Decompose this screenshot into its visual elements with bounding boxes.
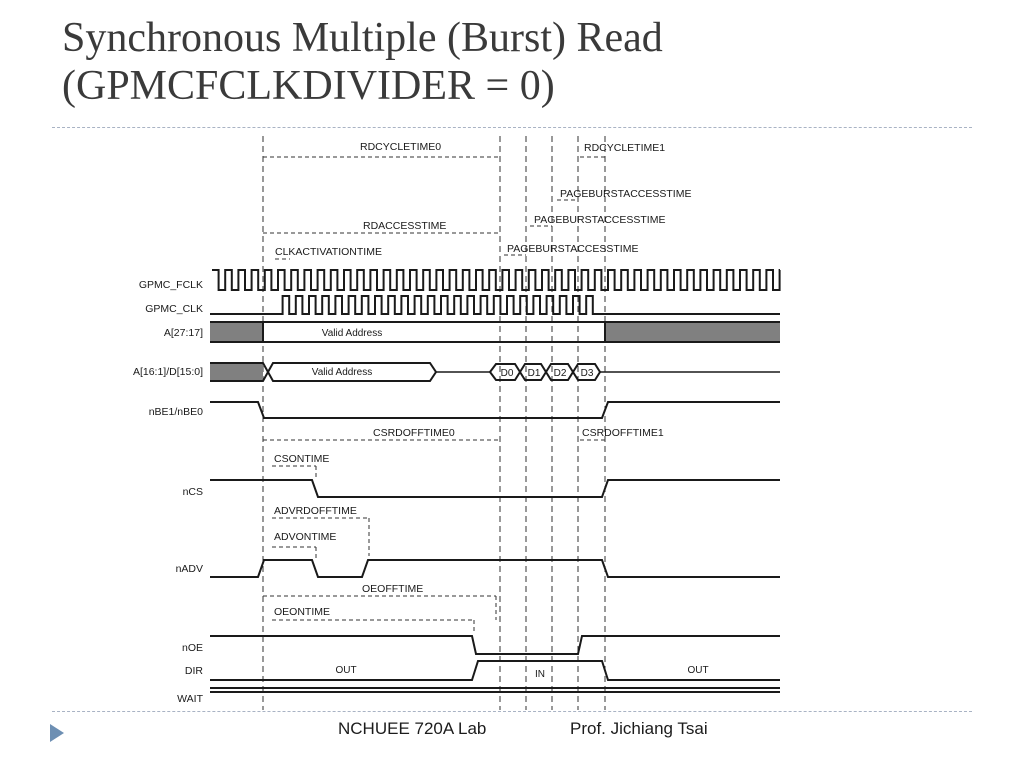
waveform-dir [210, 660, 780, 681]
waveforms [210, 269, 781, 693]
signal-gpmc-clk: GPMC_CLK [145, 303, 203, 315]
label-csrdofftime1: CSRDOFFTIME1 [582, 427, 664, 439]
label-csontime: CSONTIME [274, 453, 329, 465]
waveform-ncs [210, 479, 780, 498]
waveform-gpmc-fclk [212, 269, 781, 291]
waveform-gpmc-clk [210, 295, 780, 315]
signal-ncs: nCS [183, 486, 203, 498]
addr-hi-shade-left [210, 322, 263, 342]
label-rdcycletime1: RDCYCLETIME1 [584, 142, 665, 154]
label-csrdofftime0: CSRDOFFTIME0 [373, 427, 455, 439]
bus-valid-address-1: Valid Address [322, 328, 382, 339]
bus-d2: D2 [554, 368, 567, 379]
signal-addr-hi: A[27:17] [164, 327, 203, 339]
slide-title: Synchronous Multiple (Burst) Read (GPMCF… [62, 14, 962, 110]
signal-nbe: nBE1/nBE0 [149, 406, 203, 418]
bus-d3: D3 [581, 368, 594, 379]
timing-brackets [263, 156, 605, 632]
bus-dir-out-1: OUT [335, 665, 356, 676]
bus-dir-in: IN [535, 669, 545, 680]
footer-lab-name: NCHUEE 720A Lab [338, 719, 487, 738]
waveform-noe [210, 635, 780, 655]
signal-dir: DIR [185, 665, 204, 677]
label-pageburst-1: PAGEBURSTACCESSTIME [560, 188, 691, 200]
bus-dir-out-2: OUT [687, 665, 708, 676]
label-clkactivationtime: CLKACTIVATIONTIME [275, 246, 382, 258]
label-pageburst-3: PAGEBURSTACCESSTIME [507, 243, 638, 255]
label-advontime: ADVONTIME [274, 531, 336, 543]
signal-noe: nOE [182, 642, 203, 654]
slide-title-line-1: Synchronous Multiple (Burst) Read [62, 15, 663, 61]
label-pageburst-2: PAGEBURSTACCESSTIME [534, 214, 665, 226]
bus-d0: D0 [501, 368, 514, 379]
signal-nadv: nADV [176, 563, 203, 575]
label-advrdofftime: ADVRDOFFTIME [274, 505, 357, 517]
signal-wait: WAIT [177, 693, 203, 705]
bus-valid-address-2: Valid Address [312, 367, 372, 378]
label-rdaccesstime: RDACCESSTIME [363, 220, 446, 232]
label-oeofftime: OEOFFTIME [362, 583, 423, 595]
diagram-background [118, 136, 794, 714]
waveform-nbe [210, 401, 780, 419]
addr-data-shade [210, 363, 263, 381]
bus-d1: D1 [528, 368, 541, 379]
label-rdcycletime0: RDCYCLETIME0 [360, 141, 441, 153]
waveform-nadv [210, 559, 780, 578]
waveform-addr-data [210, 362, 780, 382]
bus-value-group: Valid Address Valid Address D0 D1 D2 D3 … [312, 328, 709, 680]
footer-professor: Prof. Jichiang Tsai [570, 719, 708, 738]
next-slide-arrow-icon[interactable] [50, 724, 64, 742]
waveform-wait [210, 687, 780, 693]
slide-title-line-2: (GPMCFCLKDIVIDER = 0) [62, 63, 555, 109]
title-separator [52, 127, 972, 128]
addr-hi-shade-right [605, 322, 780, 342]
waveform-addr-hi [210, 321, 780, 343]
signal-addr-data: A[16:1]/D[15:0] [133, 366, 203, 378]
label-oeontime: OEONTIME [274, 606, 330, 618]
footer-separator [52, 711, 972, 712]
signal-name-group: GPMC_FCLK GPMC_CLK A[27:17] A[16:1]/D[15… [133, 279, 204, 705]
timing-label-group: RDCYCLETIME0 RDCYCLETIME1 PAGEBURSTACCES… [274, 141, 691, 618]
time-markers [262, 136, 606, 710]
signal-gpmc-fclk: GPMC_FCLK [139, 279, 203, 291]
